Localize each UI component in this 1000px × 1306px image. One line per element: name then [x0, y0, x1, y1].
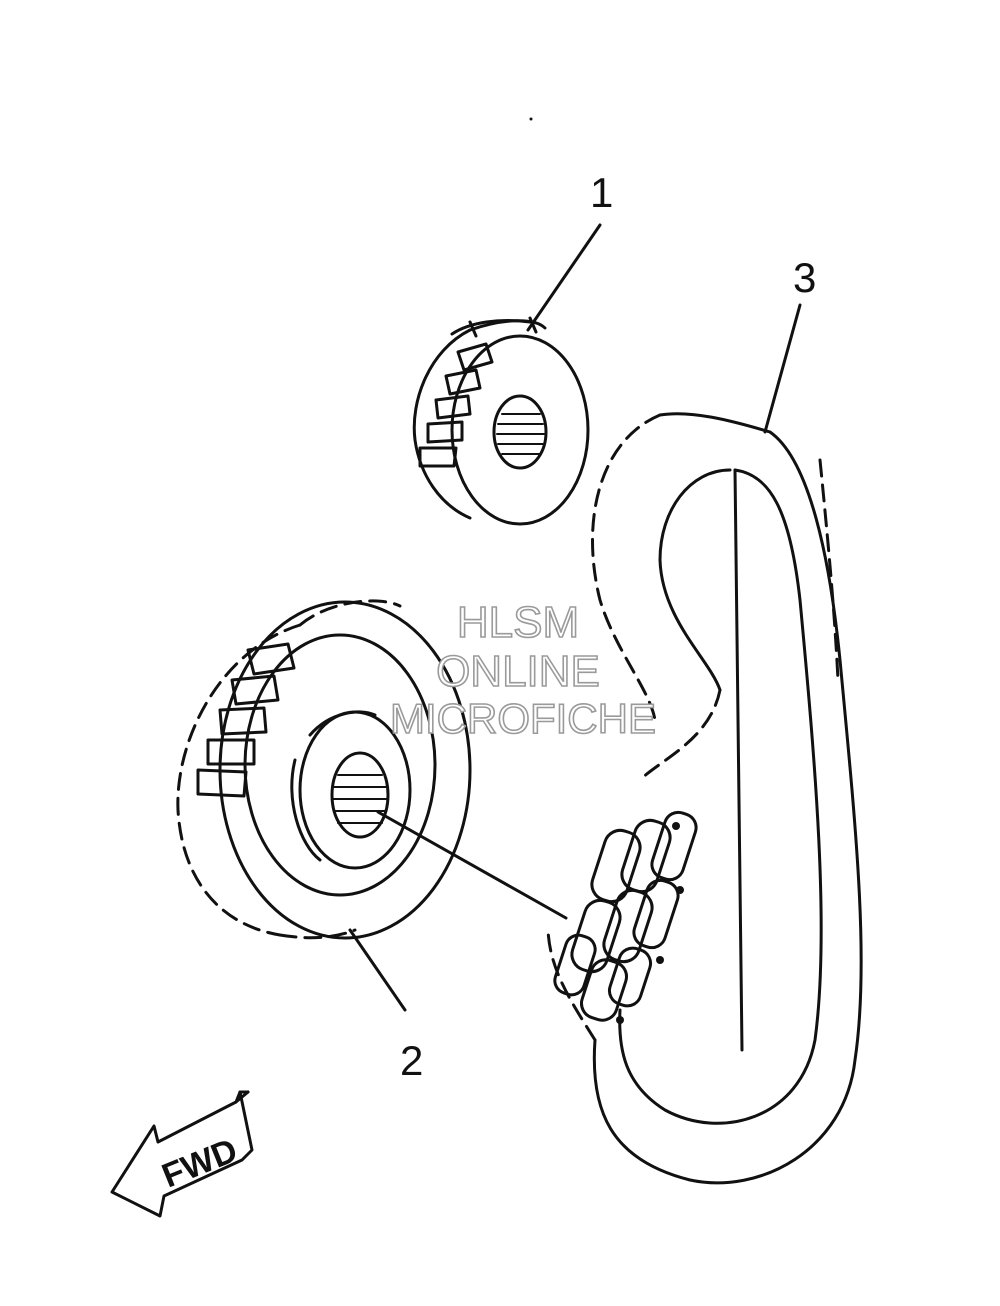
watermark-line-1: HLSM	[457, 598, 579, 647]
fwd-label: FWD	[157, 1131, 243, 1195]
part-1-small-sprocket	[412, 316, 590, 526]
watermark-line-2: ONLINE	[436, 647, 600, 696]
arrow-left-icon	[110, 1090, 254, 1218]
callout-1: 1	[590, 169, 613, 216]
belt-chain-segment	[553, 810, 698, 1022]
watermark: HLSM ONLINE MICROFICHE	[389, 597, 657, 743]
part-2-large-sprocket	[176, 599, 472, 940]
callout-leaders	[348, 223, 802, 1012]
fwd-direction-arrow: FWD	[110, 1090, 254, 1218]
watermark-line-3: MICROFICHE	[390, 695, 656, 742]
callout-2: 2	[400, 1037, 423, 1084]
part-3-belt	[546, 412, 863, 1185]
callout-3: 3	[793, 254, 816, 301]
